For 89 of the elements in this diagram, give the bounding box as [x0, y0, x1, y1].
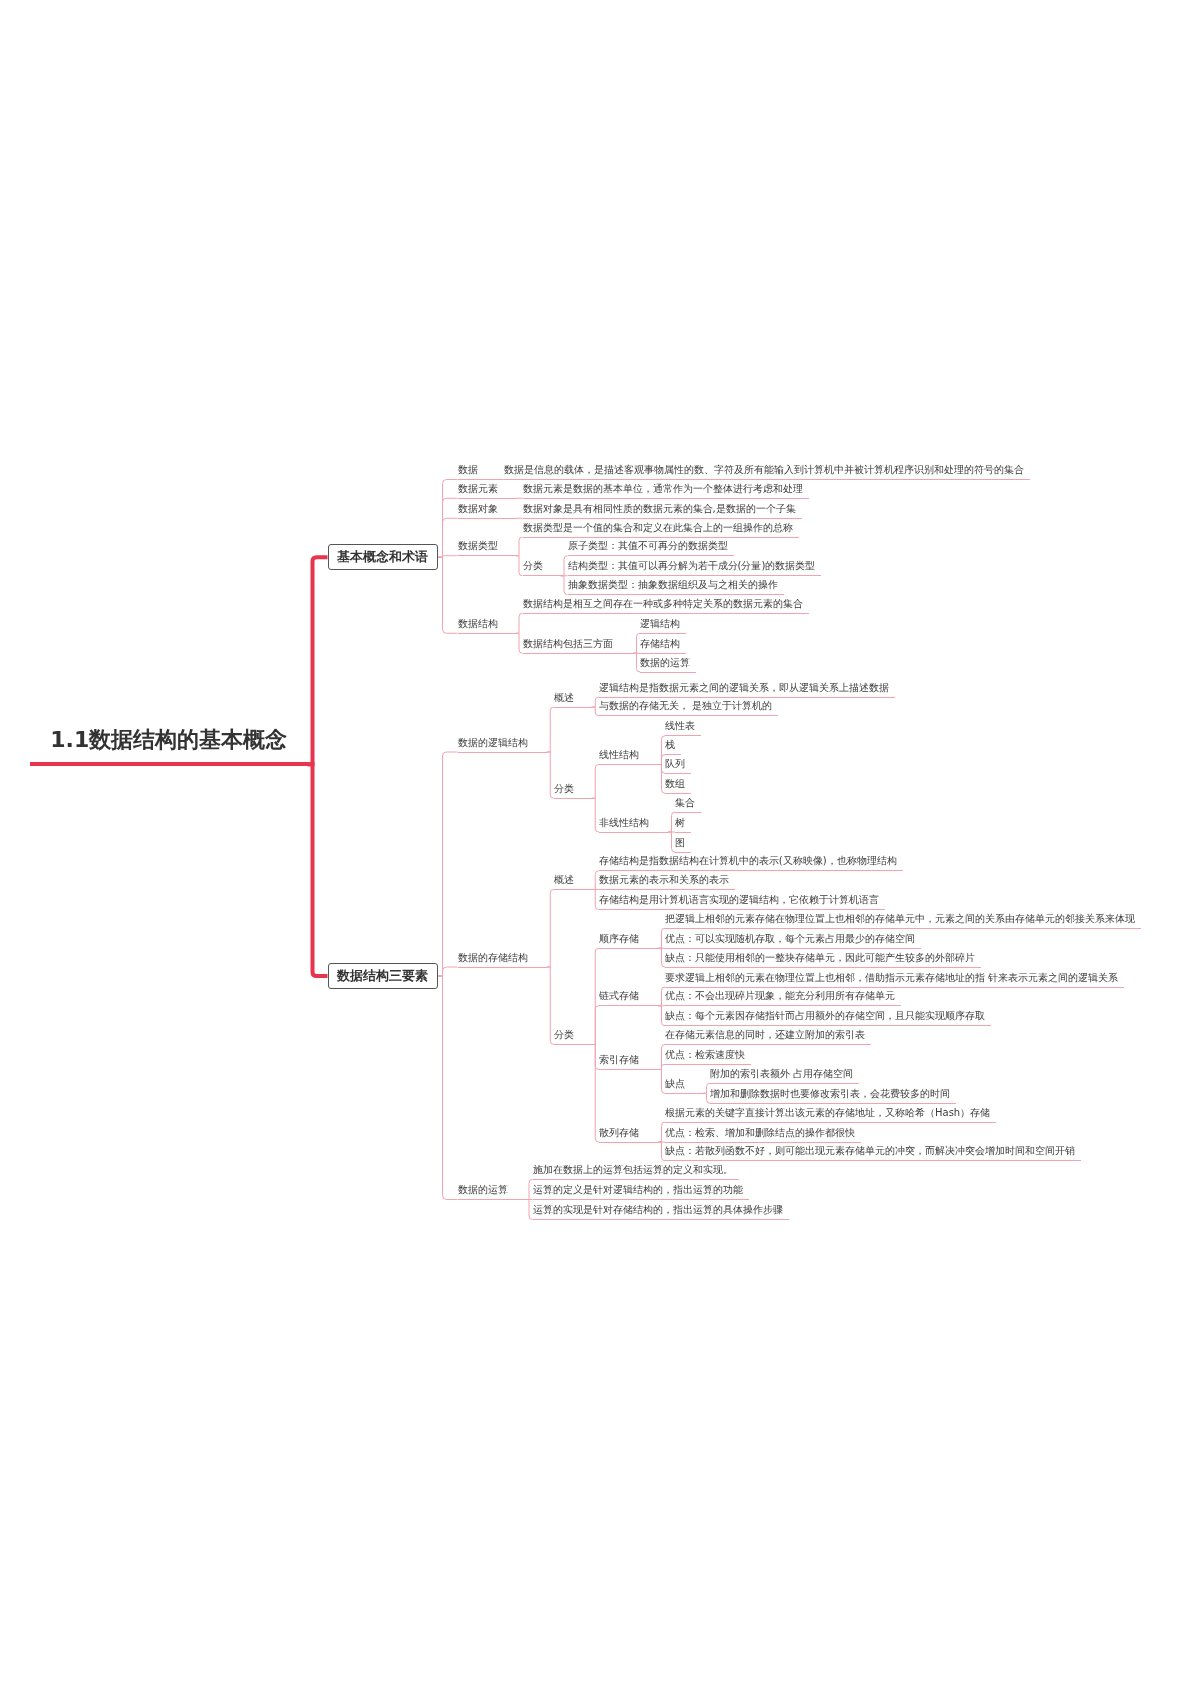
connector-line — [657, 1141, 666, 1162]
branch-topic: 优点：检索、增加和删除结点的操作都很快 — [665, 1124, 861, 1143]
branch-topic: 数据结构包括三方面 — [522, 635, 633, 654]
connector-line — [515, 517, 523, 519]
connector-line — [546, 966, 555, 1045]
connector-line — [702, 1092, 711, 1104]
branch-topic: 数据对象是具有相同性质的数据元素的集合,是数据的一个子集 — [522, 500, 802, 519]
branch-topic: 缺点：若散列函数不好，则可能出现元素存储单元的冲突，而解决冲突会增加时间和空间开销 — [665, 1143, 1081, 1162]
connector-line — [591, 797, 600, 833]
branch-topic: 数据是信息的载体，是描述客观事物属性的数、字符及所有能输入到计算机中并被计算机程序识别和处理的符号的集合 — [503, 462, 1030, 480]
branch-topic: 数据结构是相互之间存在一种或多种特定关系的数据元素的集合 — [522, 595, 809, 614]
connector-line — [525, 1199, 533, 1220]
branch-topic: 集合 — [675, 794, 701, 813]
connector-line — [591, 1044, 600, 1143]
connector-line — [657, 947, 666, 968]
branch-topic: 结构类型：其值可以再分解为若干成分(分量)的数据类型 — [567, 558, 822, 577]
branch-topic: 逻辑结构是指数据元素之间的逻辑关系，即从逻辑关系上描述数据 — [598, 679, 895, 698]
branch-topic: 链式存储 — [598, 988, 658, 1007]
branch-topic: 数据结构 — [457, 615, 516, 634]
connector-line — [515, 555, 523, 577]
branch-topic: 施加在数据上的运算包括运算的定义和实现。 — [532, 1162, 739, 1180]
branch-topic: 线性表 — [665, 718, 701, 737]
branch-topic: 概述 — [553, 689, 592, 708]
branch-topic: 根据元素的关键字直接计算出该元素的存储地址，又称哈希（Hash）存储 — [665, 1104, 997, 1123]
connector-line — [515, 632, 523, 654]
branch-topic: 数据类型是一个值的集合和定义在此集合上的一组操作的总称 — [522, 519, 799, 538]
branch-topic: 散列存储 — [598, 1124, 658, 1143]
branch-topic: 数据的逻辑结构 — [457, 734, 547, 753]
branch-topic: 数据 — [457, 462, 497, 480]
branch-topic: 优点：可以实现随机存取，每个元素占用最少的存储空间 — [665, 930, 921, 949]
branch-topic: 运算的实现是针对存储结构的，指出运算的具体操作步骤 — [532, 1202, 789, 1220]
branch-topic: 原子类型：其值不可再分的数据类型 — [567, 538, 734, 557]
branch-topic: 线性结构 — [598, 747, 658, 765]
branch-topic: 顺序存储 — [598, 930, 658, 949]
branch-topic: 优点：检索速度快 — [665, 1047, 751, 1065]
connector-line — [515, 497, 523, 499]
branch-topic: 图 — [675, 834, 691, 853]
branch-topic: 分类 — [522, 558, 561, 577]
branch-topic: 运算的定义是针对逻辑结构的，指出运算的功能 — [532, 1182, 749, 1200]
branch-topic: 数据元素是数据的基本单位，通常作为一个整体进行考虑和处理 — [522, 480, 809, 499]
branch-topic: 数据类型 — [457, 538, 516, 557]
connector-line — [591, 706, 600, 717]
connector-line — [496, 479, 505, 480]
branch-topic: 存储结构是指数据结构在计算机中的表示(又称映像)，也称物理结构 — [598, 853, 903, 872]
connector-line — [657, 764, 666, 794]
branch-topic: 优点：不会出现碎片现象，能充分利用所有存储单元 — [665, 988, 901, 1007]
connector-line — [546, 751, 555, 799]
branch-topic: 在存储元素信息的同时，还建立附加的索引表 — [665, 1027, 871, 1045]
branch-topic: 要求逻辑上相邻的元素在物理位置上也相邻，借助指示元素存储地址的指 针来表示元素之间的逻辑关系 — [665, 969, 1125, 988]
branch-topic: 数据的存储结构 — [457, 949, 547, 968]
branch-topic: 缺点：只能使用相邻的一整块存储单元，因此可能产生较多的外部碎片 — [665, 949, 981, 968]
connector-line — [632, 652, 641, 673]
branch-topic: 栈 — [665, 737, 681, 755]
connector-line — [515, 536, 523, 557]
branch-topic: 把逻辑上相邻的元素存储在物理位置上也相邻的存储单元中，元素之间的关系由存储单元的邻接关系来体现 — [665, 910, 1141, 929]
branch-topic: 数据的运算 — [457, 1182, 526, 1200]
branch-topic: 分类 — [553, 780, 592, 799]
branch-topic: 增加和删除数据时也要修改索引表，会花费较多的时间 — [710, 1085, 956, 1104]
connector-line — [560, 575, 568, 595]
connector-line — [307, 762, 328, 978]
branch-topic: 分类 — [553, 1027, 592, 1045]
central-topic: 1.1数据结构的基本概念 — [30, 725, 308, 766]
branch-topic: 存储结构是用计算机语言实现的逻辑结构，它依赖于计算机语言 — [598, 892, 885, 910]
connector-line — [591, 889, 600, 910]
branch-topic: 索引存储 — [598, 1052, 658, 1070]
main-topic-box: 基本概念和术语 — [327, 544, 438, 571]
branch-topic: 队列 — [665, 755, 691, 774]
branch-topic: 附加的索引表额外 占用存储空间 — [710, 1065, 860, 1084]
branch-topic: 数据对象 — [457, 500, 516, 519]
main-topic-box: 数据结构三要素 — [327, 963, 438, 989]
branch-topic: 概述 — [553, 872, 592, 890]
branch-topic: 缺点：每个元素因存储指针而占用额外的存储空间，且只能实现顺序存取 — [665, 1008, 991, 1027]
connector-line — [657, 1069, 666, 1094]
branch-topic: 数组 — [665, 775, 691, 794]
connector-line — [657, 1005, 666, 1027]
branch-topic: 缺点 — [665, 1075, 703, 1094]
branch-topic: 数据元素 — [457, 480, 516, 499]
branch-topic: 数据元素的表示和关系的表示 — [598, 872, 735, 890]
connector-line — [525, 1179, 533, 1200]
branch-topic: 数据的运算 — [640, 654, 696, 673]
branch-topic: 树 — [675, 814, 691, 833]
connector-line — [515, 612, 523, 634]
branch-topic: 与数据的存储无关， 是独立于计算机的 — [598, 698, 778, 717]
connector-line — [667, 831, 676, 853]
branch-topic: 非线性结构 — [598, 814, 668, 833]
branch-topic: 存储结构 — [640, 635, 686, 654]
branch-topic: 抽象数据类型：抽象数据组织及与之相关的操作 — [567, 577, 784, 595]
connector-line — [560, 555, 568, 577]
branch-topic: 逻辑结构 — [640, 615, 686, 634]
